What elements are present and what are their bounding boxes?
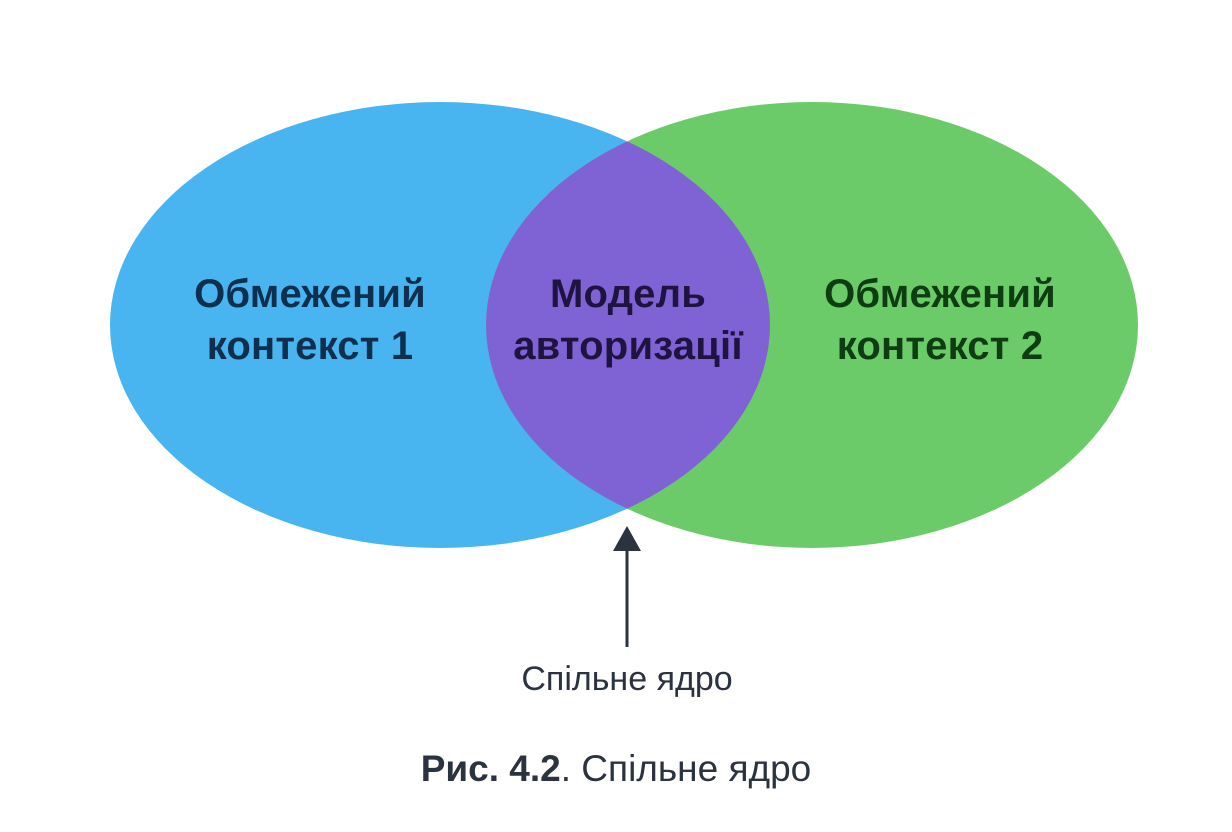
right-set-label-line2: контекст 2: [836, 324, 1044, 368]
left-set-label: Обмежений контекст 1: [168, 268, 452, 372]
figure-caption: Рис. 4.2. Спільне ядро: [300, 748, 932, 790]
left-set-label-line2: контекст 1: [206, 324, 414, 368]
left-set-label-line1: Обмежений: [194, 272, 426, 316]
arrow-up-icon: [613, 526, 641, 647]
intersection-label-line1: Модель: [549, 272, 707, 316]
right-set-label-line1: Обмежений: [824, 272, 1056, 316]
shared-core-label: Спільне ядро: [521, 660, 733, 698]
intersection-region: [486, 102, 770, 548]
intersection-label-line2: авторизації: [513, 324, 743, 368]
right-set-label: Обмежений контекст 2: [800, 268, 1080, 372]
figure-number: Рис. 4.2: [420, 748, 561, 789]
figure-title: . Спільне ядро: [560, 748, 812, 789]
intersection-label: Модель авторизації: [478, 268, 778, 372]
